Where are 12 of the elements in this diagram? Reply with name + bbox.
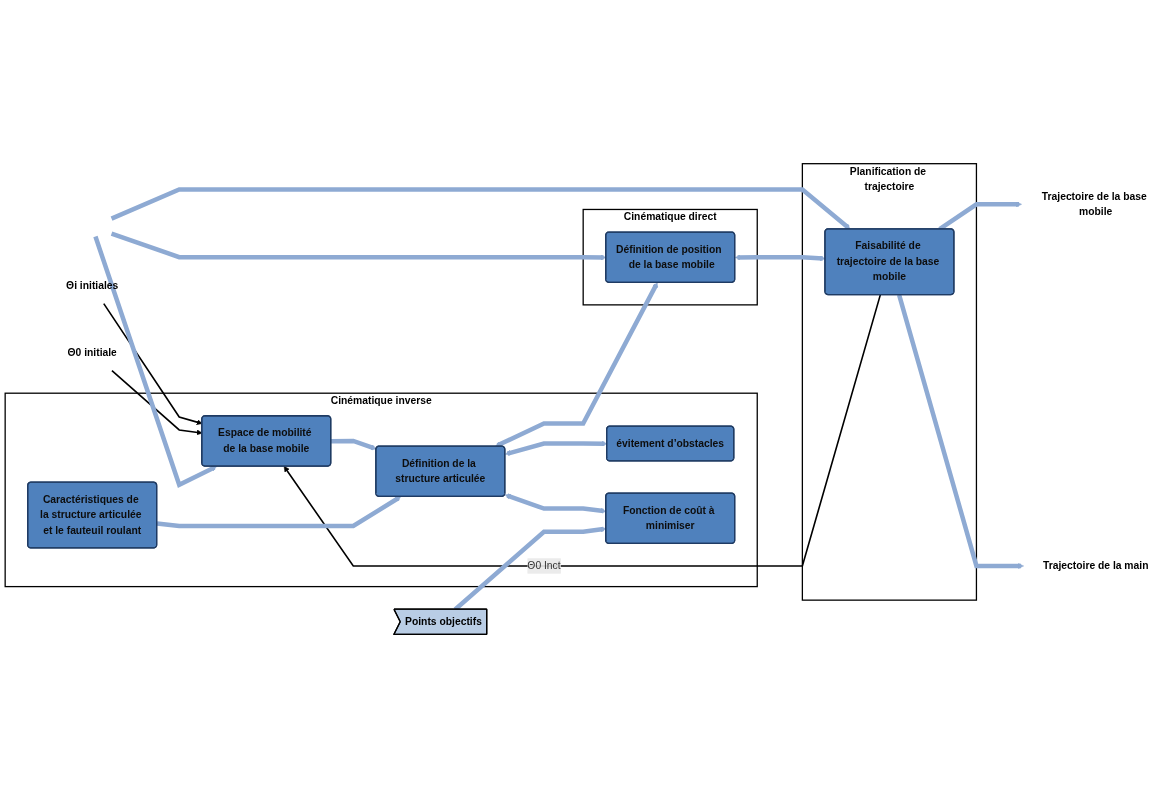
arrow [156,496,401,529]
node-text: Trajectoire de la main [1042,560,1149,572]
node-text: Θi initiales [66,280,119,292]
arrow [93,235,217,488]
edge-label: Θ0 Inct [527,560,561,572]
arrow [110,187,851,230]
arrow [495,282,659,448]
node-text: Θ0 initiale [67,347,117,359]
arrow [896,294,1024,569]
node-text: Trajectoire de la base mobile [1041,190,1147,218]
arrow [283,294,882,567]
arrow [331,438,377,451]
